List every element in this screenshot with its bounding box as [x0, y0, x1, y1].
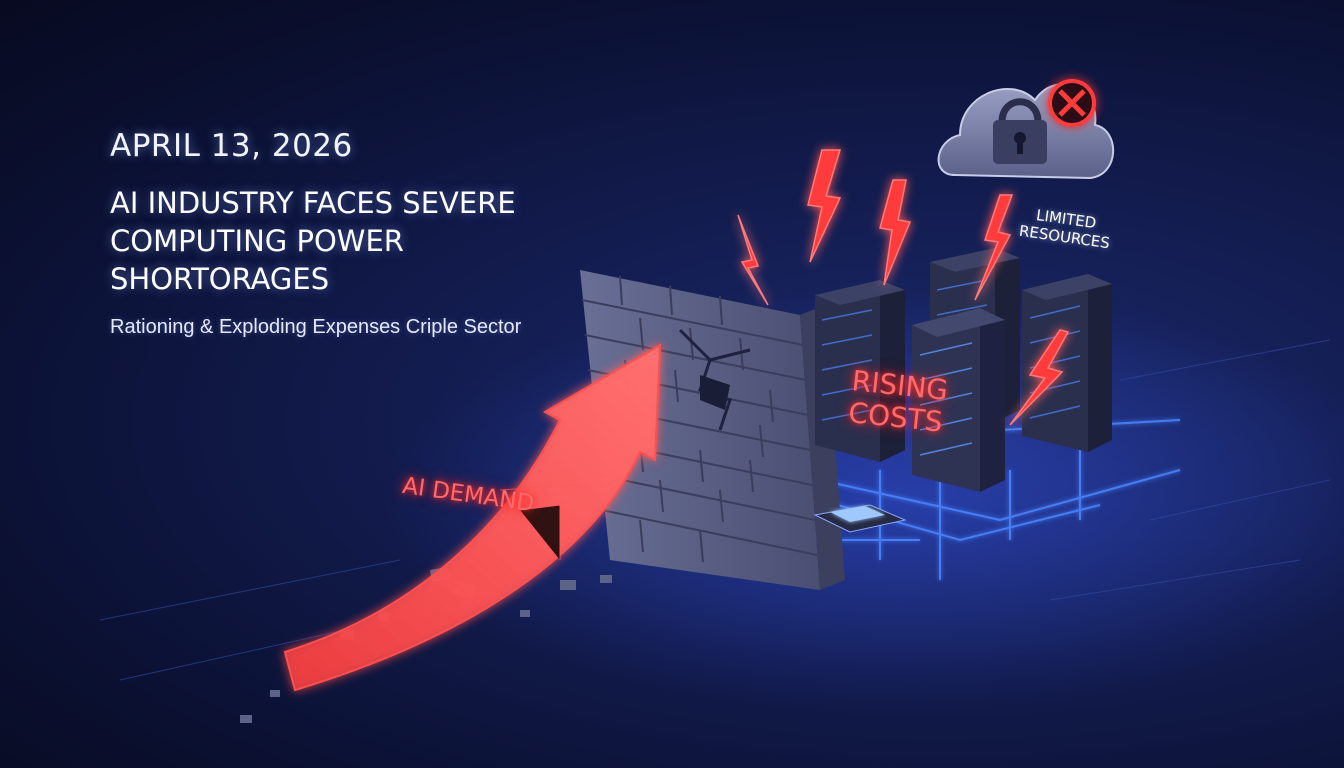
headline-title-line-2: COMPUTING POWER SHORTORAGES — [110, 224, 404, 296]
chip-icon — [813, 504, 907, 533]
headline-subtitle: Rationing & Exploding Expenses Criple Se… — [110, 316, 522, 338]
lock-icon — [993, 98, 1047, 164]
headline-block: APRIL 13, 2026 AI INDUSTRY FACES SEVERE … — [110, 128, 630, 339]
server-rack-1 — [815, 280, 905, 462]
demand-arrow — [283, 343, 662, 692]
lightning-icon — [737, 149, 1070, 426]
brick-wall — [580, 270, 845, 590]
rising-costs-label: RISING COSTS — [847, 364, 950, 439]
date-text: APRIL 13, 2026 — [110, 128, 353, 164]
headline-title-line-1: AI INDUSTRY FACES SEVERE — [110, 186, 516, 220]
headline-title: AI INDUSTRY FACES SEVERE COMPUTING POWER… — [110, 184, 630, 298]
server-rack-3 — [912, 308, 1005, 492]
no-entry-icon — [1048, 79, 1096, 127]
server-rack-4 — [1022, 274, 1112, 452]
